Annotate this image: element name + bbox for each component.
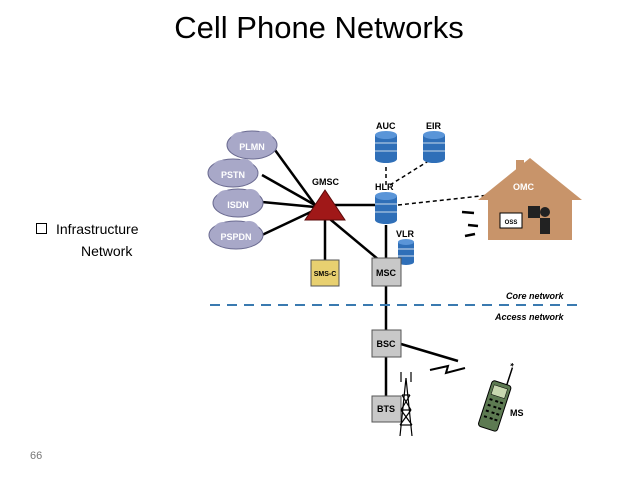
gmsc-label: GMSC (312, 177, 340, 187)
cloud-label-pspdn: PSPDN (220, 232, 251, 242)
auc-label: AUC (376, 121, 396, 131)
smsc-label: SMS-C (314, 271, 337, 278)
bullet-list: Infrastructure Network (36, 218, 138, 262)
cloud-pstn: PSTN (207, 158, 259, 188)
vlr-label: VLR (396, 229, 415, 239)
core-network-label: Core network (506, 291, 565, 301)
smsc-box: SMS-C (310, 259, 340, 287)
cloud-label-plmn: PLMN (239, 142, 265, 152)
link-lines (261, 149, 459, 396)
eir-database-icon (423, 131, 445, 163)
omc-house-icon: OSS (478, 158, 582, 240)
omc-label: OMC (513, 182, 534, 192)
cloud-plmn: PLMN (226, 130, 278, 160)
eir-label: EIR (426, 121, 442, 131)
page-number: 66 (30, 450, 43, 462)
bullet-text-line1: Infrastructure (56, 221, 139, 237)
antenna-tower-icon (399, 372, 413, 437)
cloud-isdn: ISDN (212, 188, 264, 218)
bts-label: BTS (377, 404, 395, 414)
radio-link-icon (429, 364, 466, 375)
mobile-phone-icon: * (478, 361, 515, 432)
ms-label: MS (510, 408, 524, 418)
vlr-database-icon (398, 239, 414, 265)
bsc-label: BSC (376, 339, 396, 349)
link-plmn-gmsc (273, 149, 317, 206)
gmsc-triangle-icon (304, 189, 346, 221)
msc-label: MSC (376, 268, 397, 278)
link-hlr-omc (397, 194, 491, 206)
signalling-links (385, 159, 491, 206)
link-bsc-omc-radio (400, 342, 459, 363)
access-network-label: Access network (494, 312, 565, 322)
link-hlr-eir (389, 159, 431, 186)
cloud-pspdn: PSPDN (208, 220, 264, 250)
link-isdn-gmsc (261, 200, 316, 209)
slide-title: Cell Phone Networks (174, 10, 464, 45)
bullet-text-line2: Network (81, 243, 133, 259)
cloud-label-pstn: PSTN (221, 170, 245, 180)
hlr-label: HLR (375, 182, 394, 192)
link-gmsc-msc (324, 214, 386, 266)
cloud-label-isdn: ISDN (227, 200, 249, 210)
checkbox-bullet-icon (36, 223, 47, 234)
svg-text:*: * (508, 361, 515, 372)
bullet-item: Infrastructure (36, 218, 138, 240)
link-pspdn-gmsc (261, 208, 316, 237)
hlr-database-icon (375, 192, 397, 224)
oss-label: OSS (505, 220, 518, 226)
auc-database-icon (375, 131, 397, 163)
bts-box: BTS (371, 395, 402, 423)
omc-signal-dashes (461, 210, 479, 238)
bsc-box: BSC (371, 329, 402, 358)
link-pstn-gmsc (261, 173, 316, 207)
msc-box: MSC (371, 257, 402, 287)
